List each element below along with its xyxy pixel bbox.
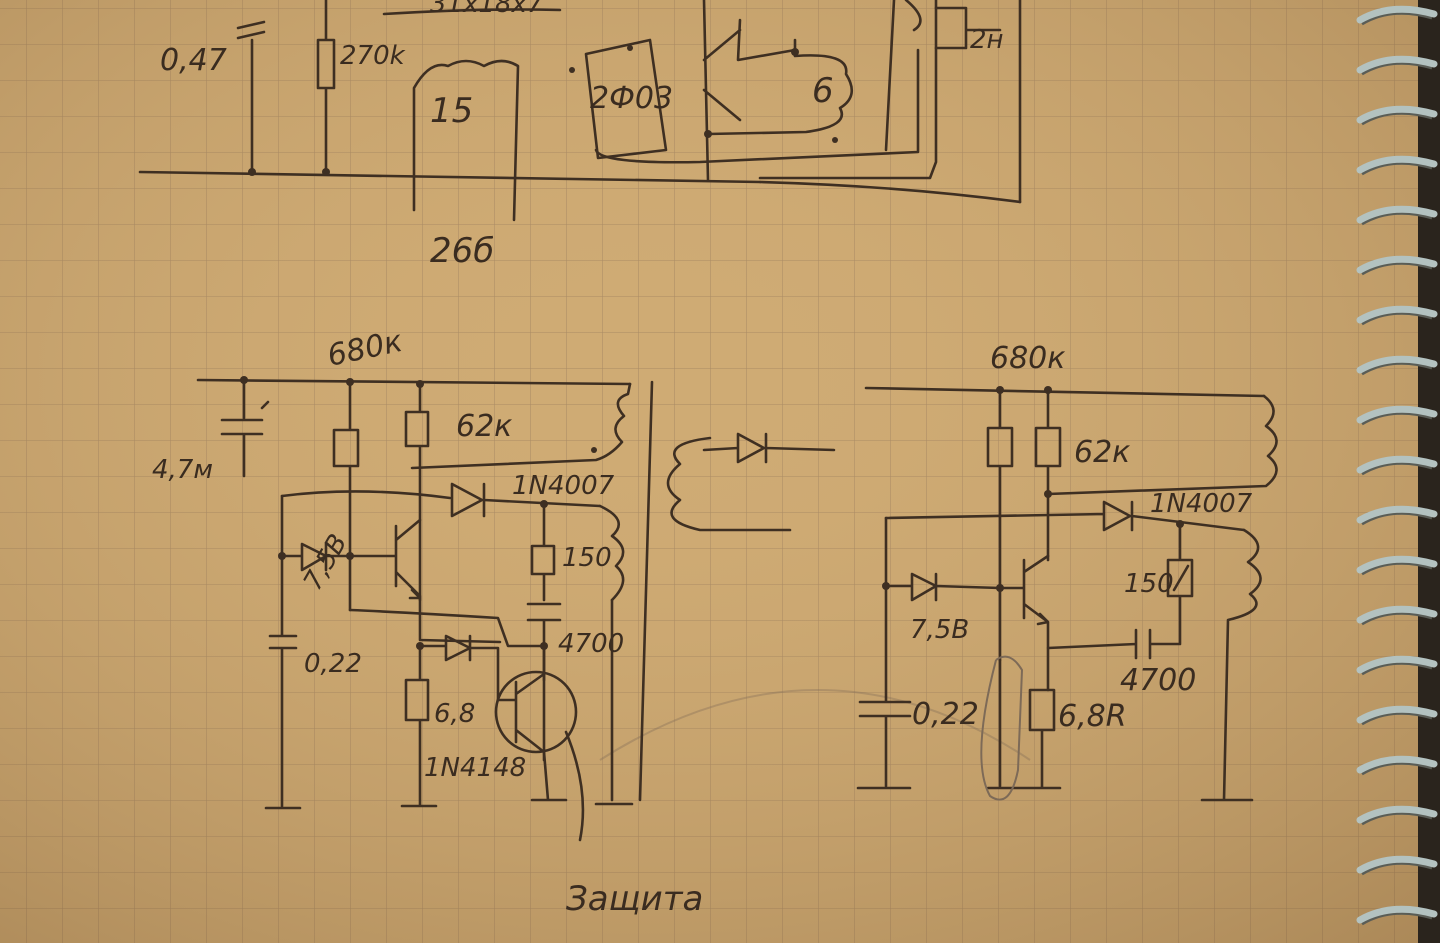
label-left-diode-4148: 1N4148 xyxy=(424,753,526,783)
label-right-diode: 1N4007 xyxy=(1150,489,1253,519)
labels: 0,47 270k 15 31x18x7 2Ф03 6 2н 26б 680к … xyxy=(152,0,1253,919)
spiral-binding xyxy=(1356,0,1440,943)
spiral-ring-shadow xyxy=(1361,61,1433,76)
spiral-ring-shadow xyxy=(1361,811,1433,826)
spiral-ring-shadow xyxy=(1361,211,1433,226)
spiral-ring xyxy=(1356,305,1438,324)
label-left-res-68: 6,8 xyxy=(434,699,475,729)
label-top-winding-2: 2н xyxy=(970,25,1004,55)
spiral-ring xyxy=(1356,55,1438,74)
label-right-res-62: 62к xyxy=(1074,435,1130,470)
right-schematic xyxy=(856,386,1278,802)
spiral-ring xyxy=(1356,5,1438,24)
spiral-ring xyxy=(1356,455,1438,474)
spiral-ring xyxy=(1356,905,1438,924)
label-right-cap-4700: 4700 xyxy=(1120,663,1196,698)
spiral-ring-shadow xyxy=(1361,311,1433,326)
spiral-ring xyxy=(1356,255,1438,274)
spiral-ring-shadow xyxy=(1361,511,1433,526)
spiral-ring xyxy=(1356,855,1438,874)
label-left-cap-022: 0,22 xyxy=(304,649,362,679)
spiral-ring xyxy=(1356,155,1438,174)
label-left-cap-47: 4,7м xyxy=(152,455,213,485)
label-top-core: 31x18x7 xyxy=(430,0,544,19)
label-right-zener: 7,5В xyxy=(910,615,969,645)
label-left-res-62: 62к xyxy=(456,409,512,444)
spiral-ring xyxy=(1356,355,1438,374)
spiral-ring xyxy=(1356,705,1438,724)
spiral-ring-shadow xyxy=(1361,461,1433,476)
spiral-ring xyxy=(1356,405,1438,424)
spiral-ring-shadow xyxy=(1361,761,1433,776)
spiral-ring-shadow xyxy=(1361,711,1433,726)
top-schematic xyxy=(138,0,1022,222)
spiral-ring xyxy=(1356,555,1438,574)
label-right-cap-022: 0,22 xyxy=(912,697,979,732)
spiral-ring-shadow xyxy=(1361,261,1433,276)
label-left-res-150: 150 xyxy=(562,543,612,573)
label-left-cap-4700: 4700 xyxy=(558,629,624,659)
label-top-transistor: 2Ф03 xyxy=(590,81,673,116)
label-right-res-150: 150 xyxy=(1124,569,1174,599)
spiral-ring-shadow xyxy=(1361,361,1433,376)
spiral-ring-shadow xyxy=(1361,561,1433,576)
pencil-arc xyxy=(599,689,1031,761)
spiral-ring xyxy=(1356,505,1438,524)
spiral-ring xyxy=(1356,205,1438,224)
spiral-ring-shadow xyxy=(1361,861,1433,876)
label-right-res-68: 6,8R xyxy=(1058,699,1127,734)
spiral-ring xyxy=(1356,755,1438,774)
spiral-ring xyxy=(1356,655,1438,674)
label-top-cap: 0,47 xyxy=(160,43,227,78)
spiral-ring-shadow xyxy=(1361,661,1433,676)
spiral-ring-shadow xyxy=(1361,161,1433,176)
label-right-res-680: 680к xyxy=(990,341,1065,376)
label-top-res: 270k xyxy=(340,41,406,71)
spiral-ring xyxy=(1356,105,1438,124)
spiral-ring-shadow xyxy=(1361,111,1433,126)
label-top-winding-26: 26б xyxy=(430,231,494,271)
spiral-ring-shadow xyxy=(1361,611,1433,626)
label-top-winding-15: 15 xyxy=(430,91,473,131)
label-top-winding-6: 6 xyxy=(812,71,834,111)
label-left-caption: Защита xyxy=(566,879,703,919)
spiral-ring xyxy=(1356,805,1438,824)
middle-fragment xyxy=(666,432,836,532)
left-schematic xyxy=(196,376,654,842)
spiral-ring xyxy=(1356,605,1438,624)
spiral-ring-shadow xyxy=(1361,911,1433,926)
label-left-diode: 1N4007 xyxy=(512,471,615,501)
spiral-ring-shadow xyxy=(1361,411,1433,426)
spiral-ring-shadow xyxy=(1361,11,1433,26)
